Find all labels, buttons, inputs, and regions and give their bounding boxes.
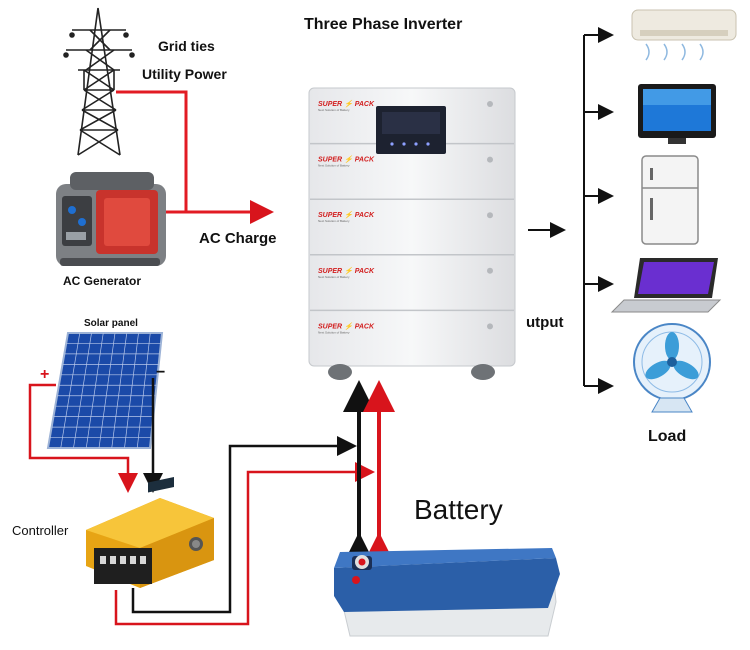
module-badge-icon [487, 323, 493, 330]
caster-wheel-icon [328, 364, 352, 380]
electric-fan-icon [633, 323, 711, 413]
ac-generator-icon [56, 172, 166, 266]
module-badge-icon [487, 101, 493, 107]
inverter-tagline: Next Solution of Battery [318, 219, 350, 223]
module-badge-icon [487, 267, 493, 274]
output-label: utput [526, 314, 564, 331]
battery-inverter-wires [343, 380, 395, 564]
inverter-tagline: Next Solution of Battery [318, 275, 350, 279]
solar-controller-icon [86, 477, 214, 588]
battery-icon [334, 548, 560, 637]
controller-label: Controller [12, 523, 69, 538]
inverter-brand-logo: SUPER ⚡ PACK [318, 266, 375, 275]
caster-wheel-icon [471, 364, 495, 380]
solar-panel-label: Solar panel [84, 318, 138, 329]
grid-ties-label: Grid ties [158, 38, 215, 54]
solar-panel-icon [46, 332, 164, 449]
solar-positive-wire [28, 383, 138, 493]
module-badge-icon [487, 212, 493, 219]
positive-terminal-label: + [40, 366, 50, 383]
battery-label: Battery [414, 494, 503, 525]
transmission-tower-icon [63, 7, 135, 156]
diagram-title: Three Phase Inverter [304, 16, 463, 33]
utility-power-label: Utility Power [142, 66, 227, 82]
air-conditioner-icon [631, 9, 737, 61]
inverter-tagline: Next Solution of Battery [318, 164, 350, 168]
inverter-brand-logo: SUPER ⚡ PACK [318, 99, 375, 108]
laptop-icon [610, 258, 722, 313]
ac-charge-label: AC Charge [199, 230, 277, 247]
inverter-brand-logo: SUPER ⚡ PACK [318, 210, 375, 219]
ac-grid-wire [116, 90, 274, 224]
ac-generator-label: AC Generator [63, 274, 142, 288]
load-bus [583, 27, 614, 394]
negative-terminal-label: − [156, 364, 166, 381]
inverter-brand-logo: SUPER ⚡ PACK [318, 155, 375, 164]
inverter-brand-logo: SUPER ⚡ PACK [318, 321, 375, 330]
television-icon [638, 84, 716, 144]
module-badge-icon [487, 156, 493, 163]
refrigerator-icon [641, 155, 699, 245]
inverter-tagline: Next Solution of Battery [318, 108, 350, 112]
inverter-tagline: Next Solution of Battery [318, 330, 350, 334]
controller-to-battery-wires [114, 436, 375, 626]
load-label: Load [648, 428, 687, 445]
